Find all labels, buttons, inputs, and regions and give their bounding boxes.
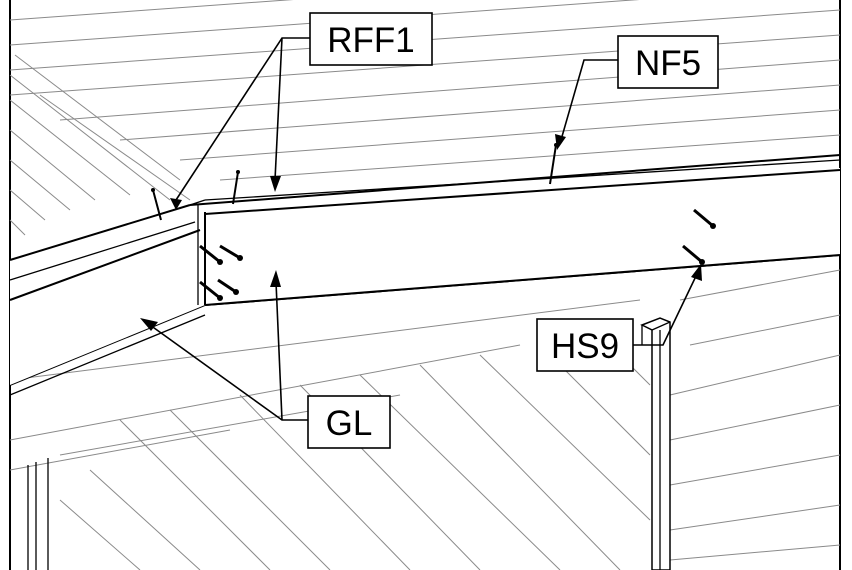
callout-nf5: NF5: [617, 35, 719, 89]
ridge-nails: [151, 143, 558, 221]
lower-roof-panels: [9, 269, 841, 570]
glulam-beam: [189, 154, 841, 306]
callout-rff1: RFF1: [309, 12, 433, 66]
connection-screws: [199, 244, 243, 301]
callout-gl: GL: [307, 395, 391, 449]
left-fascia-board: [9, 204, 205, 385]
callout-rff1-label: RFF1: [327, 21, 415, 60]
callout-gl-label: GL: [326, 404, 373, 443]
leader-lines: [140, 37, 702, 421]
callout-hs9-label: HS9: [551, 327, 619, 366]
left-post: [27, 458, 49, 570]
hs9-screws: [682, 208, 716, 265]
right-post: [640, 317, 671, 570]
callout-nf5-label: NF5: [635, 44, 701, 83]
callout-hs9: HS9: [536, 318, 634, 372]
